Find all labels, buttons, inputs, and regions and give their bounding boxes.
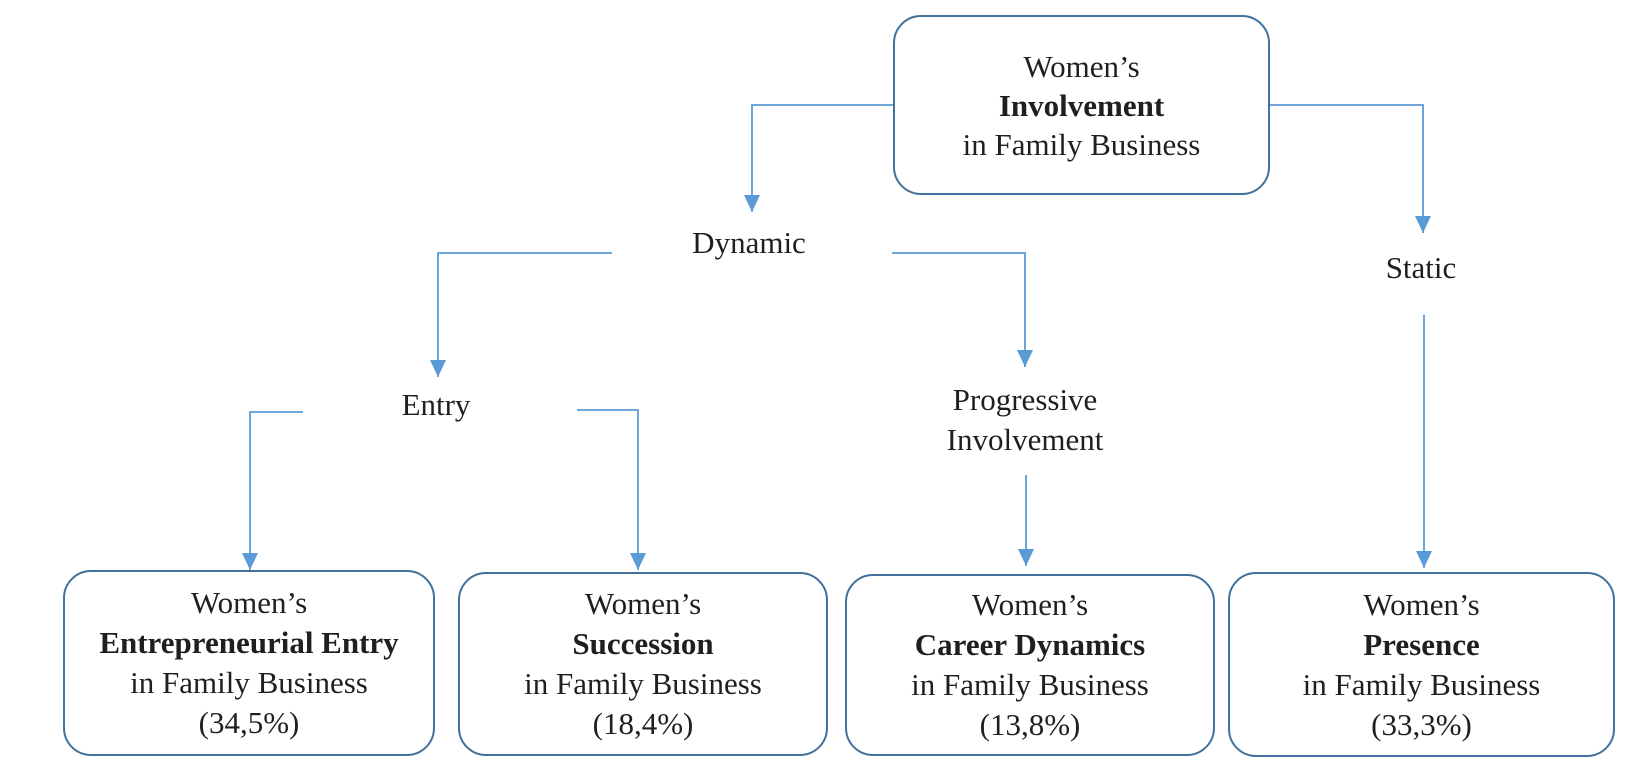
leaf-percentage: (13,8%) (979, 707, 1081, 742)
root-line-2: Involvement (998, 87, 1165, 123)
node-presence: Women’s Presence in Family Business (33,… (1228, 572, 1615, 757)
label-progressive-involvement: Progressive Involvement (895, 380, 1155, 460)
arrow-entry-to-succession (577, 409, 646, 570)
leaf-line: Women’s (971, 587, 1089, 622)
leaf-percentage: (33,3%) (1371, 706, 1472, 742)
leaf-line: Women’s (584, 586, 702, 621)
node-root-involvement: Women’s Involvement in Family Business (893, 15, 1270, 195)
leaf-percentage: (18,4%) (592, 706, 694, 741)
leaf-title: Career Dynamics (914, 627, 1146, 662)
root-line-3: in Family Business (962, 126, 1201, 162)
node-succession: Women’s Succession in Family Business (1… (458, 572, 828, 756)
leaf-title: Presence (1363, 626, 1480, 662)
node-career-dynamics: Women’s Career Dynamics in Family Busine… (845, 574, 1215, 756)
label-progressive-line-1: Progressive (952, 382, 1098, 417)
node-entrepreneurial-entry: Women’s Entrepreneurial Entry in Family … (63, 570, 435, 756)
leaf-line: in Family Business (1302, 666, 1541, 702)
leaf-percentage: (34,5%) (198, 705, 300, 740)
leaf-title: Succession (572, 626, 714, 661)
arrow-entry-to-entrepreneurial (242, 411, 303, 570)
label-dynamic: Dynamic (692, 225, 806, 260)
label-progressive-line-2: Involvement (946, 422, 1104, 457)
root-line-1: Women’s (1023, 48, 1140, 84)
leaf-line: in Family Business (911, 667, 1149, 702)
label-static: Static (1385, 250, 1457, 285)
arrow-root-to-dynamic (744, 104, 893, 212)
arrow-dynamic-to-entry (430, 252, 612, 377)
arrow-dynamic-to-progressive (892, 252, 1033, 367)
leaf-title: Entrepreneurial Entry (99, 625, 399, 660)
label-entry: Entry (401, 387, 471, 422)
leaf-line: Women’s (1363, 586, 1480, 622)
arrow-root-to-static (1270, 104, 1431, 233)
leaf-line: Women’s (190, 585, 308, 620)
leaf-line: in Family Business (130, 665, 368, 700)
leaf-line: in Family Business (524, 666, 762, 701)
